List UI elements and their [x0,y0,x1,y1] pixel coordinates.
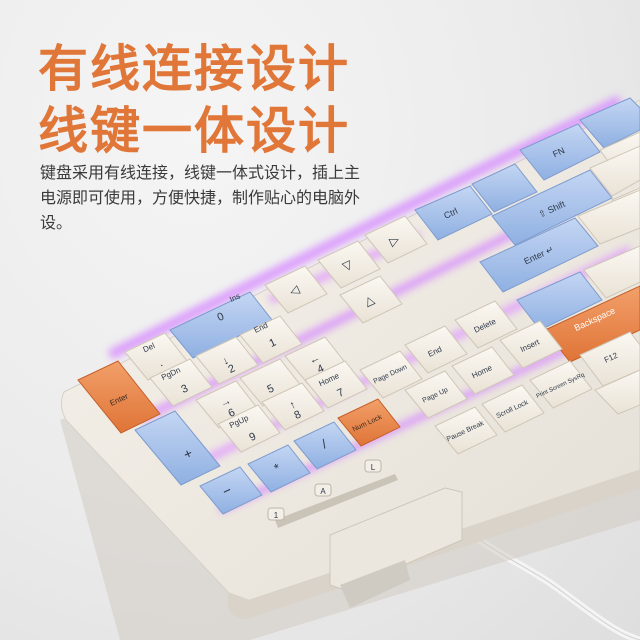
svg-text:6: 6 [226,407,237,420]
key-end: End [404,325,468,374]
key-page-down: Page Down [359,350,423,399]
svg-text:0: 0 [215,311,226,324]
key-numpad-slash: / [293,421,357,470]
svg-text:Ins: Ins [228,291,241,304]
svg-text:2: 2 [226,363,237,376]
keyboard-case [60,99,640,619]
key-print-screen: Print Screen SysRq [529,360,593,409]
svg-text:7: 7 [335,387,346,400]
key-numpad-minus: − [199,466,263,515]
svg-text:.: . [157,357,165,369]
svg-text:/: / [319,436,329,451]
headline: 有线连接设计 线键一体设计 [38,38,350,162]
key-enter: Enter ↵ [479,217,599,293]
key-win [471,163,538,213]
key-numpad-enter: Enter [77,360,161,434]
key-numpad-plus: + [134,410,221,486]
key-backspace: Backspace [544,285,640,363]
key-numpad-7: Home 7 [304,360,368,409]
svg-text:→: → [218,395,233,411]
key-shift: ⇧ Shift [491,169,613,246]
key-ctrl: Ctrl [414,185,493,241]
svg-text:9: 9 [247,431,258,444]
key-scroll-lock: Scroll Lock [481,384,545,433]
key-num-lock: Num Lock [337,398,401,447]
key-page-up: Page Up [404,370,468,419]
key-insert: Insert [499,320,563,369]
key-delete: Delete [454,300,518,349]
headline-line-1: 有线连接设计 [38,40,350,98]
key-arrow-up [339,275,403,324]
indicator-1: 1 [274,511,279,520]
key-numpad-1: End 1 [239,315,303,364]
key-fn: FN [519,123,601,181]
key-pause-break: Pause Break [434,406,498,455]
key-arrow-right [364,215,428,264]
key-f12: F12 [579,331,640,387]
svg-text:4: 4 [315,363,326,376]
svg-text:←: ← [307,352,322,368]
svg-text:FN: FN [551,145,566,159]
description-text: 键盘采用有线连接，线键一体式设计，插上主电源即可使用，方便快捷，制作贴心的电脑外… [40,163,361,232]
indicator-l: L [371,463,376,472]
svg-text:8: 8 [292,409,303,422]
svg-text:3: 3 [179,383,190,396]
key-numpad-9: PgUp 9 [217,404,281,453]
indicator-lights: 1 A L [267,459,382,521]
key-numpad-2: ↓ 2 [195,336,259,385]
key-numpad-8: ↑ 8 [261,382,325,431]
svg-text:5: 5 [265,383,276,396]
key-home: Home [451,346,515,395]
headline-line-2: 线键一体设计 [38,102,350,160]
svg-text:1: 1 [267,337,278,350]
svg-text:↑: ↑ [288,399,298,412]
key-arrow-down [317,240,381,289]
key-arrow-left [264,265,328,314]
key-numpad-star: * [247,444,311,493]
svg-text:↓: ↓ [221,355,231,368]
indicator-a: A [320,487,326,496]
svg-text:*: * [272,460,283,476]
